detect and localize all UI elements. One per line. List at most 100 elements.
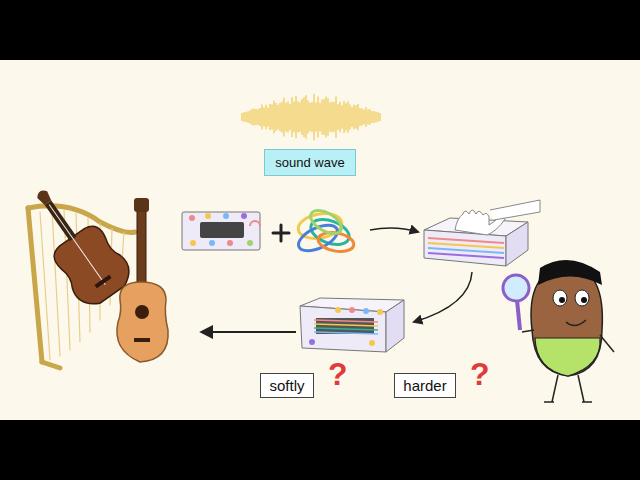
wave-stroke xyxy=(283,97,284,136)
drawing-part xyxy=(582,401,592,403)
wave-stroke xyxy=(341,105,342,129)
label-box: softly xyxy=(260,373,313,398)
question-mark: ? xyxy=(328,356,348,393)
character xyxy=(503,260,614,402)
drawing-part xyxy=(428,248,504,253)
drawing-part xyxy=(428,253,504,258)
drawing-part xyxy=(314,320,378,334)
drawing-part xyxy=(553,290,567,306)
drawing-part xyxy=(314,328,378,330)
wave-stroke xyxy=(347,101,348,133)
background xyxy=(0,60,640,420)
wave-stroke xyxy=(361,109,362,126)
drawing-part xyxy=(205,213,211,219)
wave-stroke xyxy=(333,102,334,132)
wave-stroke xyxy=(257,109,258,125)
wave-stroke xyxy=(313,94,314,140)
wave-stroke xyxy=(319,103,320,132)
wave-stroke xyxy=(335,96,336,137)
wave-stroke xyxy=(253,109,254,126)
drawing-part xyxy=(309,339,315,345)
wave-stroke xyxy=(375,112,376,123)
flow-arrow xyxy=(414,272,472,322)
plus-sign xyxy=(273,225,289,241)
wave-stroke xyxy=(359,108,360,126)
question-mark: ? xyxy=(470,356,490,393)
wave-stroke xyxy=(263,108,264,127)
wave-stroke xyxy=(279,103,280,131)
wave-stroke xyxy=(303,97,304,137)
wave-stroke xyxy=(321,100,322,135)
drawing-part xyxy=(134,198,149,212)
wave-stroke xyxy=(315,102,316,131)
drawing-part xyxy=(40,212,50,360)
wave-stroke xyxy=(275,103,276,131)
drawing-part xyxy=(506,222,528,266)
drawing-part xyxy=(424,230,506,266)
drawing-part xyxy=(575,290,589,306)
wave-stroke xyxy=(309,103,310,131)
drawing-part xyxy=(522,330,534,332)
wave-stroke xyxy=(351,107,352,127)
drawing-part xyxy=(377,309,383,315)
wave-stroke xyxy=(281,102,282,133)
drawing-part xyxy=(314,332,378,334)
drawing-part xyxy=(517,300,520,330)
drawing-part xyxy=(247,240,253,246)
drawing-part xyxy=(95,275,112,289)
tissue-box xyxy=(182,212,260,250)
sound-wave xyxy=(242,94,380,140)
letterbox-bar xyxy=(0,420,640,480)
wave-stroke xyxy=(337,104,338,129)
drawing-part xyxy=(578,375,584,402)
drawing-part xyxy=(250,221,260,226)
wave-stroke xyxy=(345,103,346,131)
drawing-part xyxy=(566,320,586,326)
drawing-part xyxy=(581,297,587,303)
wave-stroke xyxy=(297,101,298,132)
drawing-part xyxy=(49,204,105,284)
wave-stroke xyxy=(271,105,272,130)
flow-arrow xyxy=(202,331,296,333)
wave-stroke xyxy=(289,104,290,130)
wave-stroke xyxy=(295,96,296,138)
drawing-part xyxy=(544,401,554,403)
drawing-part xyxy=(42,362,60,368)
wave-stroke xyxy=(259,108,260,126)
wave-stroke xyxy=(325,96,326,137)
wave-stroke xyxy=(301,99,302,135)
wave-stroke xyxy=(251,109,252,125)
drawing-part xyxy=(538,260,602,285)
letterbox-bar xyxy=(0,0,640,60)
wave-stroke xyxy=(307,101,308,134)
node-text: sound wave xyxy=(275,155,344,170)
wave-stroke xyxy=(241,113,242,121)
wave-stroke xyxy=(353,105,354,129)
wave-stroke xyxy=(273,101,274,134)
wave-stroke xyxy=(363,109,364,124)
drawing-part xyxy=(307,206,345,239)
drawing-part xyxy=(280,225,283,241)
wave-stroke xyxy=(349,104,350,129)
drawing-part xyxy=(428,238,504,258)
wave-stroke xyxy=(311,102,312,132)
label-box: sound wave xyxy=(264,149,355,176)
wave-stroke xyxy=(243,112,244,122)
drawing-part xyxy=(535,338,600,376)
drawing-part xyxy=(134,338,150,342)
wave-stroke xyxy=(379,113,380,121)
wave-stroke xyxy=(293,102,294,132)
wave-stroke xyxy=(249,111,250,124)
wave-stroke xyxy=(377,112,378,121)
drawing-part xyxy=(600,335,614,352)
violin xyxy=(15,174,137,312)
drawing-part xyxy=(559,297,565,303)
wave-stroke xyxy=(267,107,268,126)
drawing-part xyxy=(314,320,378,322)
wave-stroke xyxy=(287,102,288,133)
wave-stroke xyxy=(331,102,332,132)
wave-stroke xyxy=(339,102,340,133)
drawing-part xyxy=(552,375,558,402)
wave-stroke xyxy=(373,111,374,122)
tissue-box-with-bands xyxy=(424,200,540,266)
